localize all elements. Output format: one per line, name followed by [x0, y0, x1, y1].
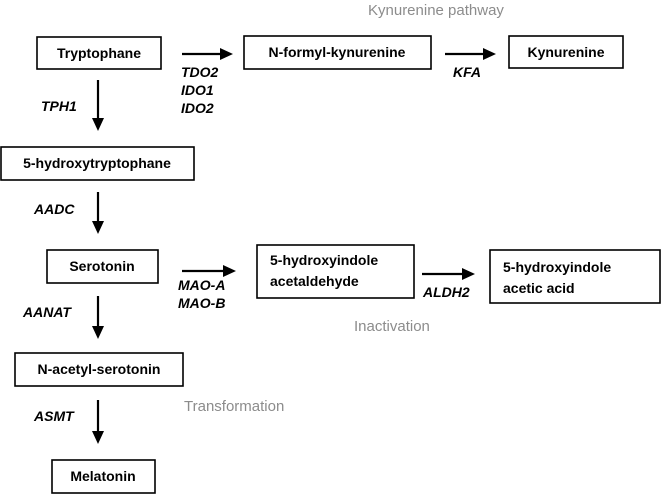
enzyme-tph1: TPH1 — [41, 98, 77, 114]
enzyme-asmt: ASMT — [33, 408, 75, 424]
arrow-n-acetyl-serotonin-to-melatonin — [92, 400, 104, 444]
node-serotonin: Serotonin — [46, 249, 159, 284]
enzyme-ido2: IDO2 — [181, 100, 214, 116]
enzyme-aadc: AADC — [33, 201, 75, 217]
enzyme-tdo2: TDO2 — [181, 64, 219, 80]
node-melatonin-label: Melatonin — [70, 468, 135, 484]
arrow-serotonin-to-n-acetyl-serotonin — [92, 296, 104, 339]
node-5-hydroxyindole-acetaldehyde: 5-hydroxyindole acetaldehyde — [256, 244, 415, 299]
transformation-label: Transformation — [184, 398, 284, 415]
node-serotonin-label: Serotonin — [69, 258, 134, 274]
node-kynurenine-label: Kynurenine — [527, 44, 604, 60]
node-kynurenine: Kynurenine — [508, 35, 624, 69]
node-5-hydroxytryptophane-label: 5-hydroxytryptophane — [23, 155, 171, 171]
enzyme-aanat: AANAT — [22, 304, 72, 320]
node-n-acetyl-serotonin-label: N-acetyl-serotonin — [38, 361, 161, 377]
arrow-5-hydroxytryptophane-to-serotonin — [92, 192, 104, 234]
node-5-hydroxyindole-acetaldehyde-line1: 5-hydroxyindole — [270, 252, 378, 268]
node-5-hydroxyindole-acetic-acid-line1: 5-hydroxyindole — [503, 259, 611, 275]
enzyme-kfa: KFA — [453, 64, 481, 80]
node-melatonin: Melatonin — [51, 459, 156, 494]
arrow-tryptophane-to-n-formyl-kynurenine — [182, 48, 233, 60]
arrow-n-formyl-kynurenine-to-kynurenine — [445, 48, 496, 60]
node-5-hydroxyindole-acetic-acid-line2: acetic acid — [503, 280, 575, 296]
node-5-hydroxyindole-acetaldehyde-line2: acetaldehyde — [270, 273, 359, 289]
node-tryptophane: Tryptophane — [36, 36, 162, 70]
enzyme-mao-a: MAO-A — [178, 277, 225, 293]
node-5-hydroxyindole-acetic-acid: 5-hydroxyindole acetic acid — [489, 249, 661, 304]
inactivation-label: Inactivation — [354, 318, 430, 335]
enzyme-mao-b: MAO-B — [178, 295, 225, 311]
node-n-formyl-kynurenine-label: N-formyl-kynurenine — [269, 44, 406, 60]
arrow-serotonin-to-5-hydroxyindole-acetaldehyde — [182, 265, 236, 277]
arrow-acetaldehyde-to-acetic-acid — [422, 268, 475, 280]
node-n-acetyl-serotonin: N-acetyl-serotonin — [14, 352, 184, 387]
node-tryptophane-label: Tryptophane — [57, 45, 141, 61]
enzyme-ido1: IDO1 — [181, 82, 214, 98]
enzyme-aldh2: ALDH2 — [422, 284, 470, 300]
kynurenine-pathway-label: Kynurenine pathway — [368, 2, 504, 19]
node-5-hydroxytryptophane: 5-hydroxytryptophane — [0, 146, 195, 181]
node-n-formyl-kynurenine: N-formyl-kynurenine — [243, 35, 432, 70]
arrow-tryptophane-to-5-hydroxytryptophane — [92, 80, 104, 131]
